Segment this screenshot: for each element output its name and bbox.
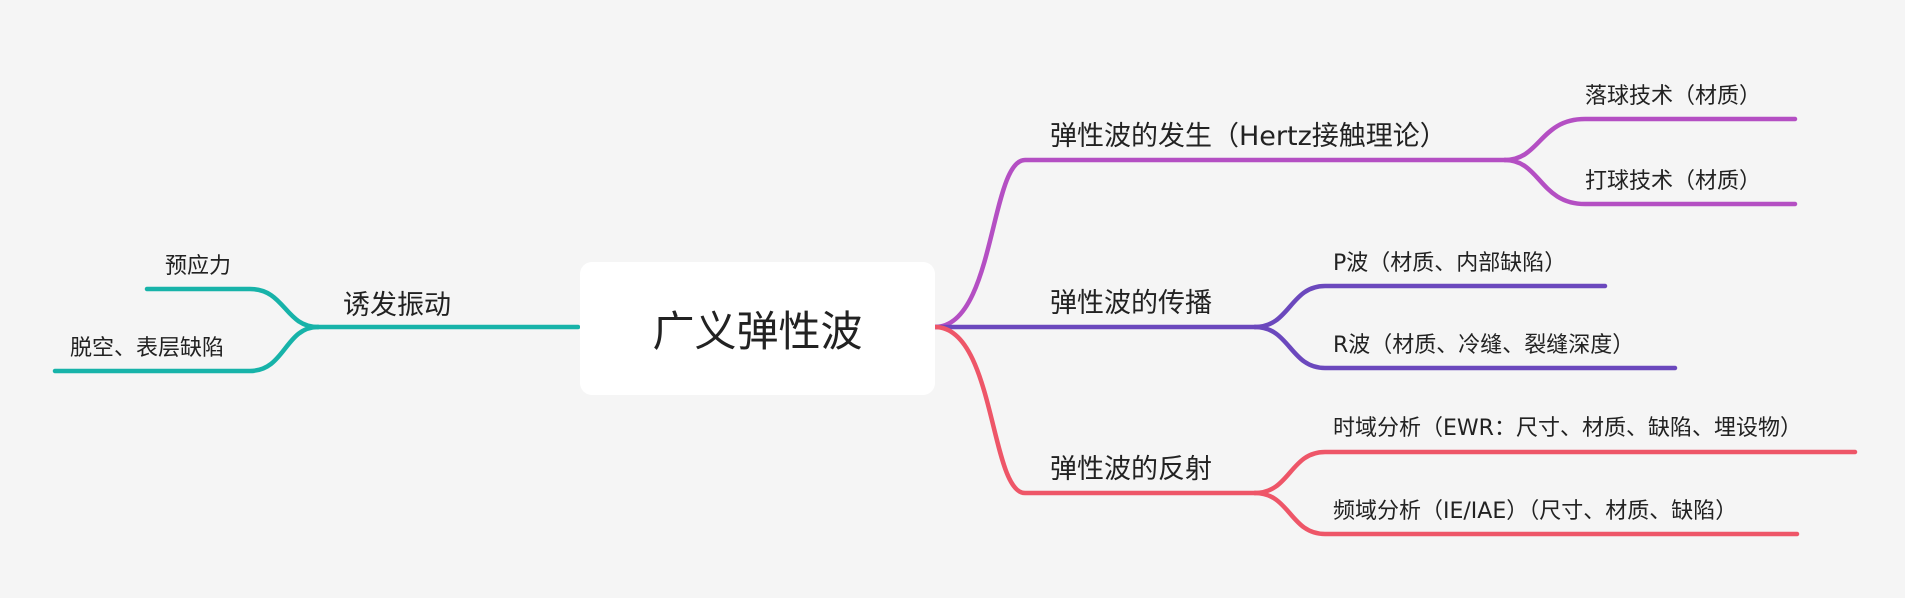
branch-2-link (932, 324, 1258, 496)
branch-2-child-1-link (1252, 490, 1800, 537)
subtopic-prestress[interactable]: 预应力 (165, 254, 232, 279)
root-topic[interactable]: 广义弹性波 (580, 262, 935, 395)
branch-0-connectors (932, 116, 1798, 330)
branch-1-child-0-link (1252, 283, 1608, 330)
subtopic-void-surface-defect[interactable]: 脱空、表层缺陷 (70, 336, 225, 361)
branch-0-child-1-link (1502, 157, 1798, 207)
branch-3-connectors (52, 286, 581, 374)
topic-elastic-wave-reflection[interactable]: 弹性波的反射 (1050, 454, 1212, 485)
branch-1-connectors (932, 283, 1678, 371)
subtopic-r-wave[interactable]: R波（材质、冷缝、裂缝深度） (1333, 333, 1635, 358)
topic-induced-vibration[interactable]: 诱发振动 (343, 290, 451, 321)
branch-1-child-1-link (1252, 324, 1678, 371)
subtopic-p-wave[interactable]: P波（材质、内部缺陷） (1333, 251, 1567, 276)
subtopic-frequency-domain-analysis[interactable]: 频域分析（IE/IAE）（尺寸、材质、缺陷） (1333, 499, 1738, 524)
branch-3-child-1-link (52, 324, 321, 374)
subtopic-drop-ball-technique[interactable]: 落球技术（材质） (1585, 84, 1762, 109)
branch-0-child-0-link (1502, 116, 1798, 163)
branch-3-child-0-link (144, 286, 321, 330)
subtopic-strike-ball-technique[interactable]: 打球技术（材质） (1585, 169, 1762, 194)
branch-2-connectors (932, 324, 1858, 537)
topic-elastic-wave-generation[interactable]: 弹性波的发生（Hertz接触理论） (1050, 121, 1447, 152)
branch-0-link (932, 157, 1508, 330)
topic-elastic-wave-propagation[interactable]: 弹性波的传播 (1050, 288, 1212, 319)
subtopic-time-domain-analysis[interactable]: 时域分析（EWR：尺寸、材质、缺陷、埋设物） (1333, 416, 1802, 441)
branch-2-child-0-link (1252, 449, 1858, 496)
